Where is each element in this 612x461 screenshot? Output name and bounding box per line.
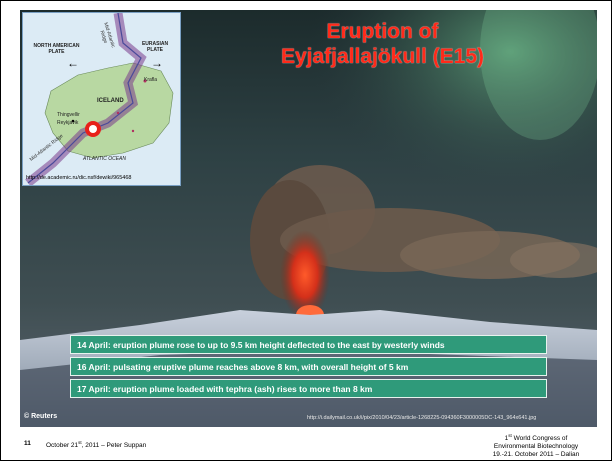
iceland-map-inset: NORTH AMERICAN PLATE EURASIAN PLATE ← → … — [22, 12, 181, 186]
fact-bar-16-april: 16 April: pulsating eruptive plume reach… — [70, 357, 547, 376]
reykjavik-label: Reykjavik — [57, 120, 79, 126]
west-arrow-icon: ← — [67, 56, 79, 70]
thingvellir-label: Thingvellir — [57, 112, 80, 118]
photo-source-url: http://i.dailymail.co.uk/i/pix/2010/04/2… — [307, 415, 537, 421]
slide-title-line1: Eruption of — [326, 20, 439, 43]
footer-conference-line3: 19.-21. October 2011 – Dalian — [492, 451, 580, 459]
footer-conference-line2: Environmental Biotechnology — [493, 443, 579, 451]
fact-bar-14-april: 14 April: eruption plume rose to up to 9… — [70, 335, 547, 354]
iceland-map-art — [23, 13, 180, 185]
krafla-label: Krafla — [144, 77, 158, 83]
east-arrow-icon: → — [151, 56, 163, 70]
atlantic-ocean-label: ATLANTIC OCEAN — [83, 156, 126, 162]
photo-credit: © Reuters — [24, 413, 58, 420]
footer-conference-line1: 1st World Congress of — [504, 433, 568, 443]
north-american-plate-label: NORTH AMERICAN PLATE — [33, 43, 80, 55]
fact-bar-17-april: 17 April: eruption plume loaded with tep… — [70, 379, 547, 398]
slide-title-line2: Eyjafjallajökull (E15) — [280, 45, 485, 68]
eurasian-plate-label: EURASIAN PLATE — [141, 41, 169, 53]
slide-number: 11 — [24, 440, 31, 447]
footer-conference: 1st World Congress of Environmental Biot… — [468, 432, 604, 459]
map-source-url: http://de.academic.ru/dic.nsf/dewiki/965… — [26, 175, 132, 181]
footer-date-author: October 21st, 2011 – Peter Suppan — [46, 440, 147, 450]
iceland-label: ICELAND — [97, 98, 124, 104]
